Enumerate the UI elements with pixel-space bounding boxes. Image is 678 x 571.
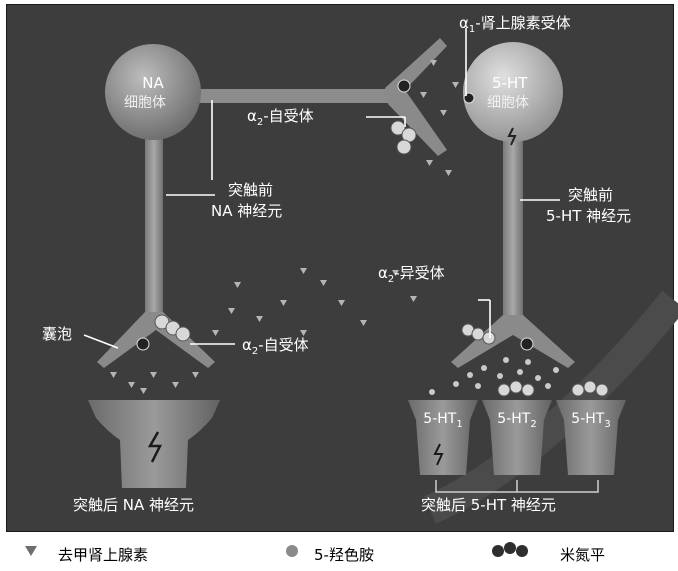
postsyn-na-label: 突触后 NA 神经元 — [73, 496, 195, 514]
receptor-5ht1-base: 5-HT — [423, 411, 457, 427]
ht-cell-body — [463, 42, 563, 142]
ht-cell-label-line1: 5-HT — [492, 74, 528, 92]
ht-axon — [503, 120, 523, 320]
mirtazapine-clusters — [154, 120, 609, 397]
alpha1-sub: 1 — [468, 24, 476, 35]
receptor-5ht3-label: 5-HT3 — [558, 411, 624, 430]
presyn-ht-line2: 5-HT 神经元 — [546, 207, 632, 225]
alpha2-top-rest: -自受体 — [263, 107, 314, 125]
alpha2-autoreceptor-bottom-label: α2-自受体 — [242, 338, 309, 357]
triangle-icon — [25, 546, 37, 556]
alpha1-receptor-label: α1-肾上腺素受体 — [459, 16, 571, 35]
alpha1-rest: -肾上腺素受体 — [475, 14, 571, 32]
alpha2-bottom-rest: -自受体 — [258, 336, 309, 354]
receptor-5ht3-base: 5-HT — [571, 411, 605, 427]
leader-lines — [83, 28, 560, 349]
alpha2-bottom-greek: α — [242, 336, 252, 354]
na-axon-horizontal — [180, 89, 390, 103]
serotonin-molecules — [429, 357, 559, 395]
receptor-5ht1-shape — [408, 400, 478, 475]
alpha2-autoreceptor-top-site — [397, 79, 411, 93]
receptor-5ht3-sub: 3 — [604, 418, 611, 430]
alpha2-bottom-sub: 2 — [251, 346, 259, 357]
legend: 去甲肾上腺素 5-羟色胺 米氮平 — [0, 532, 678, 571]
vesicle-label: 囊泡 — [42, 325, 73, 343]
alpha2-hetero-sub: 2 — [387, 274, 395, 285]
postsyn-bracket — [435, 480, 599, 493]
receptor-5ht2-label: 5-HT2 — [484, 411, 550, 430]
na-postsynaptic-body — [88, 400, 220, 488]
na-top-terminal — [385, 38, 447, 156]
presyn-ht-line1: 突触前 — [568, 186, 614, 204]
dot-icon — [286, 545, 298, 557]
na-cell-label-line1: NA — [142, 74, 164, 92]
na-cell-body — [105, 44, 201, 140]
na-postsynaptic-neuron — [88, 400, 220, 488]
norepinephrine-molecules — [110, 60, 459, 394]
alpha2-hetero-rest: -异受体 — [394, 264, 445, 282]
ht-postsynaptic-neuron — [408, 400, 626, 493]
na-axon-vertical — [145, 100, 163, 315]
legend-mirtazapine-label: 米氮平 — [560, 546, 606, 564]
alpha2-heteroreceptor-label: α2-异受体 — [378, 266, 445, 285]
postsyn-ht-label: 突触后 5-HT 神经元 — [421, 496, 556, 514]
receptor-5ht2-base: 5-HT — [497, 411, 531, 427]
legend-icons — [25, 542, 528, 557]
receptor-5ht1-sub: 1 — [456, 418, 463, 430]
presyn-na-line1: 突触前 — [228, 181, 274, 199]
ht-neuron — [451, 42, 575, 368]
alpha2-hetero-greek: α — [378, 264, 388, 282]
alpha2-top-sub: 2 — [256, 117, 264, 128]
alpha2-autoreceptor-bottom-site — [136, 337, 150, 351]
alpha1-greek: α — [459, 14, 469, 32]
ht1-bolt — [433, 443, 444, 466]
ht-signal-bolt — [507, 127, 517, 146]
alpha2-top-greek: α — [247, 107, 257, 125]
ht-cell-label-line2: 细胞体 — [487, 95, 529, 111]
mirtazapine-icon — [492, 542, 528, 557]
receptor-5ht1-label: 5-HT1 — [410, 411, 476, 430]
legend-norepinephrine-label: 去甲肾上腺素 — [58, 546, 149, 564]
na-cell-label: NA — [135, 76, 171, 91]
receptor-5ht2-shape — [482, 400, 552, 475]
ht-terminal — [451, 315, 575, 368]
na-cell-label-line2: 细胞体 — [124, 95, 166, 111]
alpha2-heteroreceptor-site — [520, 337, 534, 351]
receptor-5ht2-sub: 2 — [530, 418, 537, 430]
na-postsyn-bolt — [147, 431, 163, 463]
presyn-na-line2: NA 神经元 — [211, 202, 283, 220]
alpha2-autoreceptor-top-label: α2-自受体 — [247, 109, 314, 128]
receptor-5ht3-shape — [556, 400, 626, 475]
legend-serotonin-label: 5-羟色胺 — [314, 546, 374, 564]
